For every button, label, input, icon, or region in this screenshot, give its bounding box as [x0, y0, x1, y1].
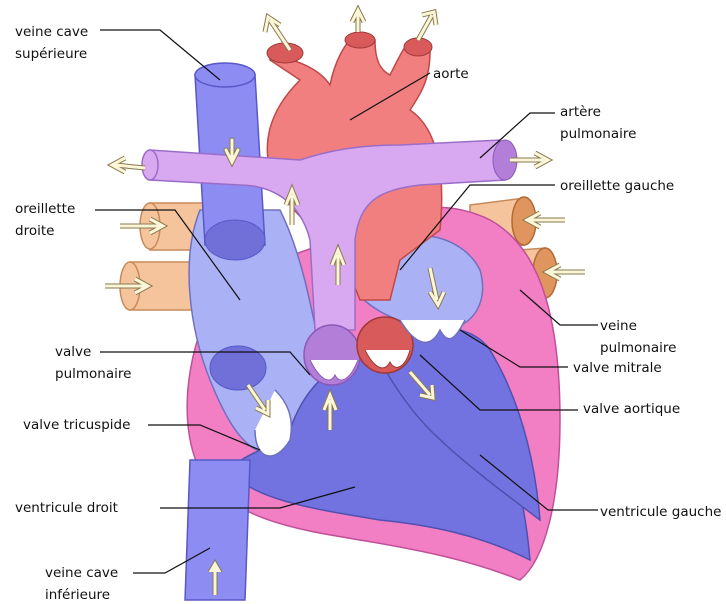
label-oreillette-gauche: oreillette gauche: [560, 175, 674, 197]
label-artere-pulmonaire: artère pulmonaire: [560, 101, 636, 145]
label-valve-pulmonaire: valve pulmonaire: [55, 341, 131, 385]
label-ventricule-droit: ventricule droit: [15, 497, 118, 519]
label-ventricule-gauche: ventricule gauche: [600, 501, 721, 523]
label-oreillette-droite: oreillette droite: [15, 198, 75, 242]
label-valve-mitrale: valve mitrale: [573, 357, 662, 379]
pulmonary-valve: [304, 325, 360, 385]
label-valve-tricuspide: valve tricuspide: [23, 414, 130, 436]
label-valve-aortique: valve aortique: [583, 398, 680, 420]
label-veine-cave-superieure: veine cave supérieure: [15, 21, 88, 65]
label-aorte: aorte: [433, 63, 469, 85]
label-veine-cave-inferieure: veine cave inférieure: [45, 562, 118, 604]
label-veine-pulmonaire: veine pulmonaire: [600, 315, 676, 359]
